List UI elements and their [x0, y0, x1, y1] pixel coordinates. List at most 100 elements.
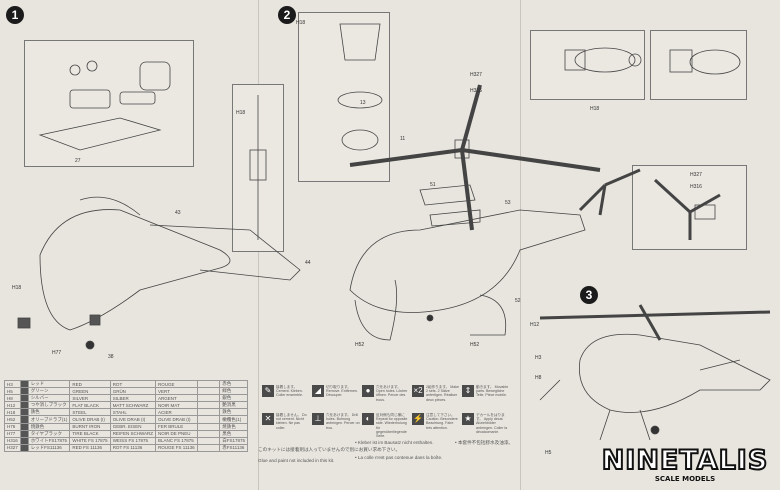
opposite-side-icon: ◐: [362, 413, 374, 425]
inset-engine-a: [530, 30, 645, 100]
jp-name: レッド: [27, 379, 71, 389]
paint-code: H316: [4, 436, 21, 445]
jp-code: 赤色: [219, 379, 248, 389]
note-fr: • La colle n'est pas contenue dans la bo…: [355, 455, 443, 460]
label-part-51: 51: [430, 182, 436, 188]
seats-drawing: [38, 60, 171, 151]
label-part-27: 27: [75, 158, 81, 164]
fuselage-drawing-2: [349, 184, 586, 341]
jp-code: 緑色: [219, 387, 248, 396]
paint-code: H77: [4, 429, 21, 438]
label-h77: H77: [52, 350, 62, 356]
drill-icon: ⊥: [312, 413, 324, 425]
cement-icon: ✎: [262, 385, 274, 397]
blank-cell: [196, 408, 221, 417]
paint-code: H52: [4, 415, 21, 424]
french-name: VERT: [155, 387, 198, 396]
jp-code: 赤FS11136: [219, 443, 248, 452]
step-2-badge: 2: [278, 6, 296, 24]
fuselage-drawing-1: [17, 196, 301, 350]
label-part-11: 11: [400, 136, 406, 142]
ninetalis-watermark-logo: NINETALIS SCALE MODELS: [592, 446, 778, 484]
label-h18: H18: [12, 285, 22, 291]
german-name: GRÜN: [109, 387, 157, 396]
label-part-38: 38: [108, 354, 114, 360]
jp-name: レッドFS11136: [27, 443, 71, 452]
english-name: WHITE FS 17875: [69, 436, 111, 445]
open-holes-icon: ●: [362, 385, 374, 397]
paint-code: H8: [4, 394, 21, 403]
blank-cell: [196, 401, 221, 410]
inset-engine-b: [650, 30, 747, 100]
legend-text: 切り取ります。 Remove. Entfernen. Découper.: [326, 385, 358, 398]
french-name: BLANC FS 17875: [155, 436, 198, 445]
jp-name: タイヤブラック: [27, 429, 71, 438]
french-name: FER BRULE: [155, 422, 198, 431]
german-name: GEBR. EISEN: [109, 422, 157, 431]
paint-code: H76: [4, 422, 21, 431]
french-name: OLIVE DRAB (I): [155, 415, 198, 424]
color-swatch: [19, 443, 29, 452]
jp-name: オリーブドラブ(1): [27, 415, 71, 424]
jp-name: シルバー: [27, 394, 71, 403]
apply-decal-icon: ★: [462, 413, 474, 425]
label-h52: H52: [470, 342, 480, 348]
label-h327: H327: [690, 172, 702, 178]
legend-text: 動きます。 Movable parts. Bewegliche Teile. P…: [476, 385, 509, 398]
paint-code: H18: [4, 408, 21, 417]
blank-cell: [196, 422, 221, 431]
legend-text: 注意して下さい。 Caution. Besondere Beachtung. F…: [426, 413, 458, 430]
step-1-badge: 1: [6, 6, 24, 24]
color-swatch: [19, 408, 29, 417]
german-name: STAHL: [109, 408, 157, 417]
color-swatch: [19, 415, 29, 424]
label-h52: H52: [355, 342, 365, 348]
english-name: SILVER: [69, 394, 111, 403]
label-h327: H327: [470, 72, 482, 78]
label-h8: H8: [535, 375, 542, 381]
label-h316: H316: [690, 184, 702, 190]
jp-name: ホワイトFS17875: [27, 436, 71, 445]
do-not-cement-icon: ✕: [262, 413, 274, 425]
english-name: RED: [69, 379, 111, 389]
paint-code: H12: [4, 401, 21, 410]
german-name: SILBER: [109, 394, 157, 403]
tail-rotor-drawing: [578, 168, 721, 240]
main-rotor-drawing: [249, 23, 601, 240]
color-swatch: [19, 429, 29, 438]
legend-text: 穴をあけます。 Open holes. Löcher öffnen. Perce…: [376, 385, 408, 402]
page-fold: [520, 0, 521, 490]
english-name: FLAT BLACK: [69, 401, 111, 410]
legend-text: デカールをはります。 Apply decal. Abziehbilder anb…: [476, 413, 508, 434]
label-h5: H5: [545, 450, 552, 456]
color-swatch: [19, 387, 29, 396]
jp-name: つや消しブラック: [27, 401, 71, 410]
blank-cell: [196, 443, 221, 452]
label-h18: H18: [236, 110, 246, 116]
german-name: ROT FS 11136: [109, 443, 157, 452]
french-name: ACIER: [155, 408, 198, 417]
french-name: ROUGE: [155, 379, 198, 389]
caution-icon: ⚡: [412, 413, 424, 425]
blank-cell: [196, 415, 221, 424]
legend-text: 接着しません。 Do not cement. Nicht kleben. Ne …: [276, 413, 307, 430]
engine-drawings: [564, 47, 741, 75]
note-cn: • 本套件不包括膠水及油漆。: [455, 440, 514, 445]
watermark-tagline: SCALE MODELS: [654, 475, 716, 483]
make-2-sets-icon: ×2: [412, 385, 424, 397]
paint-code: H5: [4, 387, 21, 396]
note-jp: このキットには接着剤は入っていませんので別にお買い求め下さい。: [258, 447, 401, 452]
blank-cell: [196, 394, 221, 403]
english-name: BURNT IRON: [69, 422, 111, 431]
note-en: Glue and paint not included in this kit.: [258, 458, 335, 463]
fuselage-drawing-3: [539, 304, 771, 441]
label-h12: H12: [530, 322, 540, 328]
remove-icon: ◢: [312, 385, 324, 397]
